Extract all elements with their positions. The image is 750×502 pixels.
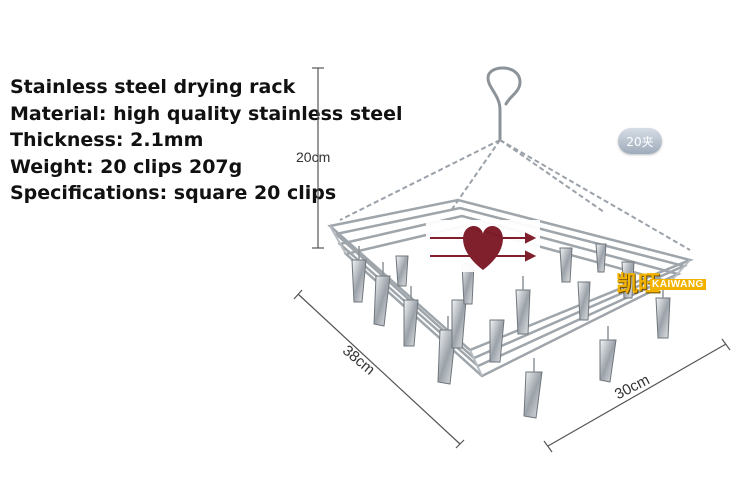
spec-weight: Weight: 20 clips 207g: [10, 155, 243, 178]
clothes-clips: [351, 243, 671, 419]
spec-list: Stainless steel drying rack Material: hi…: [10, 74, 403, 207]
height-label: 20cm: [296, 149, 331, 165]
width-dimension-line: [543, 338, 731, 453]
spec-title: Stainless steel drying rack: [10, 76, 296, 98]
heart-arrow-icon: [430, 226, 537, 270]
brand-tag: [426, 220, 540, 272]
hanger-hook: [486, 66, 522, 142]
spec-thickness: Thickness: 2.1mm: [10, 129, 204, 151]
watermark-latin: KAIWANG: [650, 279, 706, 290]
rack-frame-sides: [329, 225, 691, 377]
spec-material: Material: high quality stainless steel: [10, 102, 403, 125]
height-dimension-line: [312, 67, 324, 249]
spec-specifications: Specifications: square 20 clips: [10, 182, 337, 204]
depth-dimension-line: [293, 289, 465, 449]
clip-count-badge: 20夹: [618, 128, 662, 154]
